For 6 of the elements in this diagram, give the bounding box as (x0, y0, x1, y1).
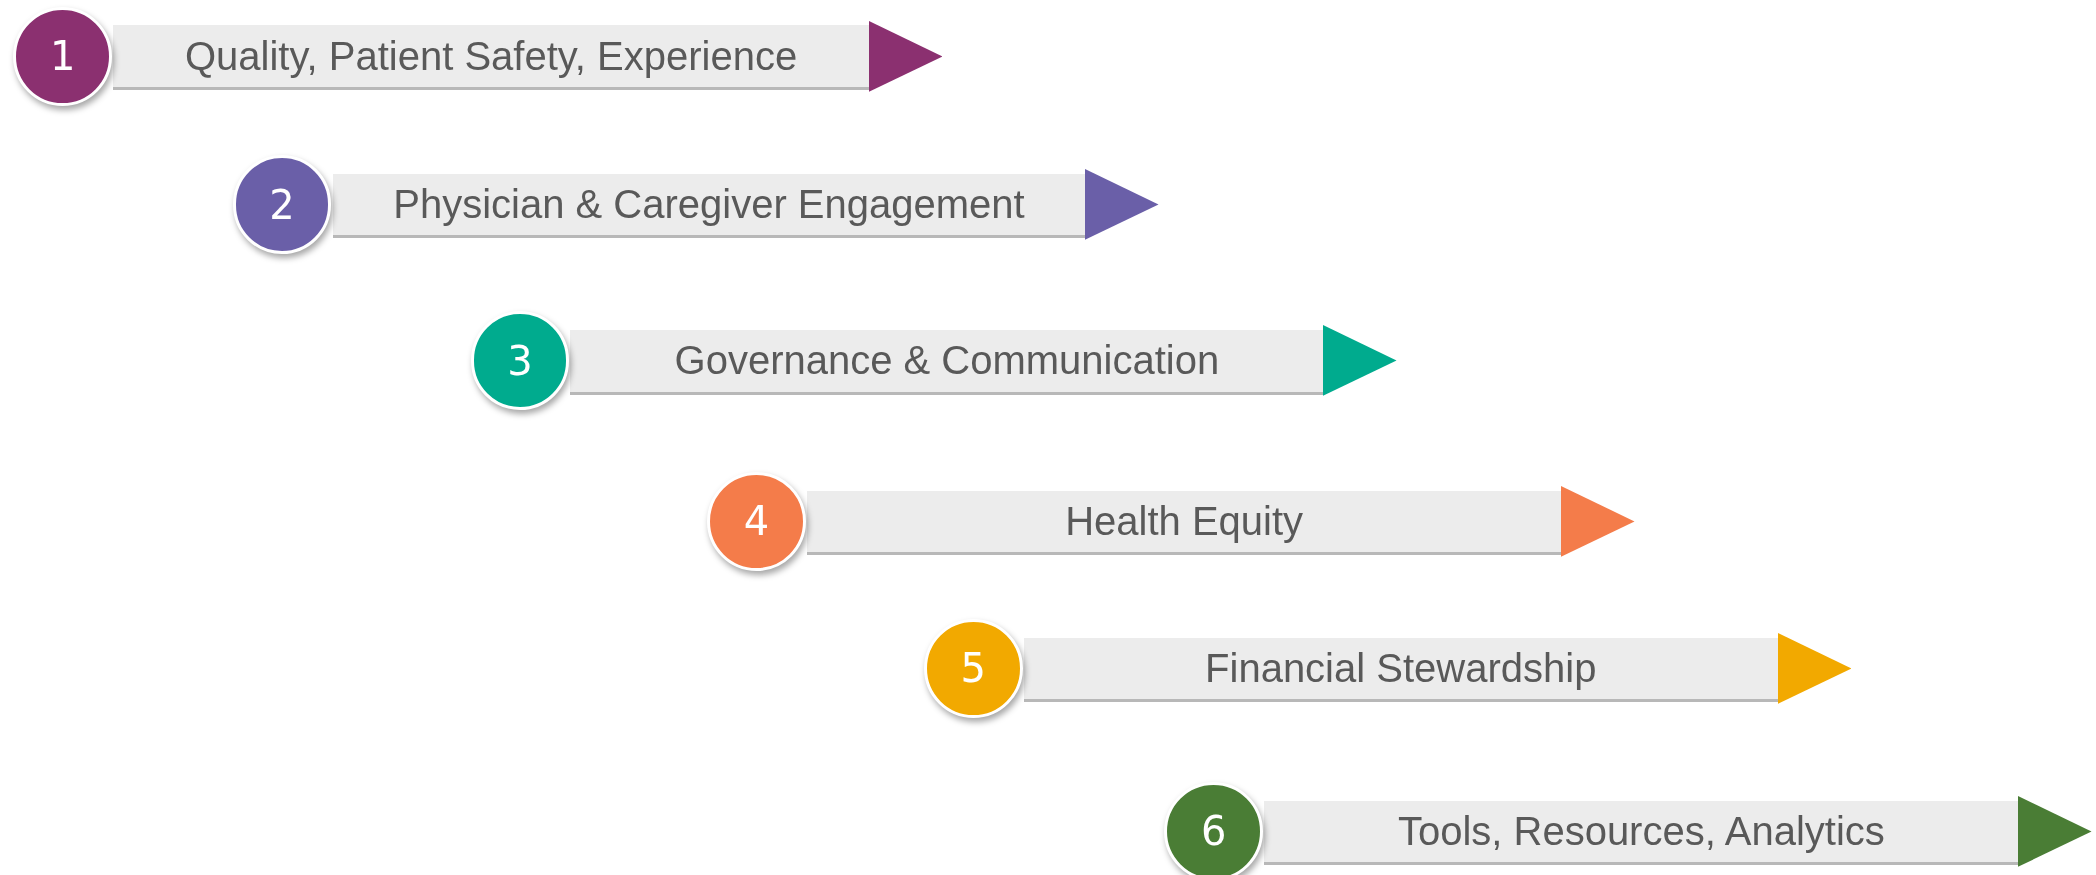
bar-label: Physician & Caregiver Engagement (332, 173, 1086, 236)
bar-label: Financial Stewardship (1023, 637, 1778, 700)
bar-label: Tools, Resources, Analytics (1264, 800, 2019, 863)
bar-label: Quality, Patient Safety, Experience (113, 25, 869, 87)
bar-label: Governance & Communication (570, 330, 1324, 392)
bar-label: Health Equity (807, 490, 1562, 553)
